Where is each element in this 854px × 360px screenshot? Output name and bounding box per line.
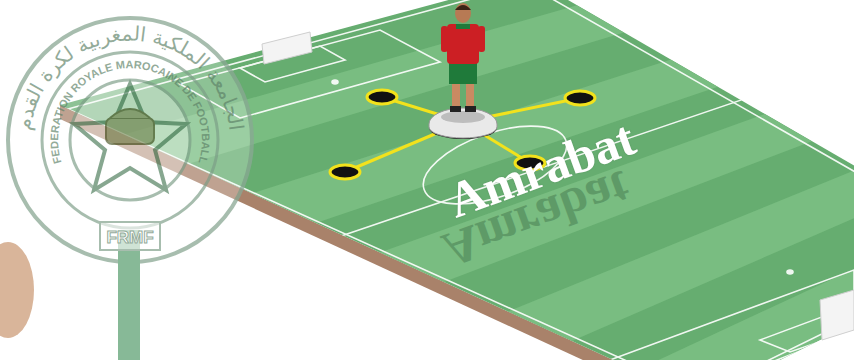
far-goal <box>262 32 312 64</box>
logo-initials: FRMF <box>106 228 153 247</box>
frmf-logo: الجامعة الملكية المغربية لكرة القدم FEDE… <box>8 18 252 360</box>
player-figure <box>429 3 497 139</box>
photo-fragment <box>0 242 34 338</box>
near-goal <box>820 290 854 340</box>
svg-text:FEDERATION ROYALE MAROCAINE DE: FEDERATION ROYALE MAROCAINE DE FOOTBALL <box>48 58 212 165</box>
logo-arabic-text: الجامعة الملكية المغربية لكرة القدم <box>12 21 249 131</box>
svg-text:الجامعة الملكية المغربية لكرة: الجامعة الملكية المغربية لكرة القدم <box>12 21 249 131</box>
logo-french-text: FEDERATION ROYALE MAROCAINE DE FOOTBALL <box>48 58 212 165</box>
